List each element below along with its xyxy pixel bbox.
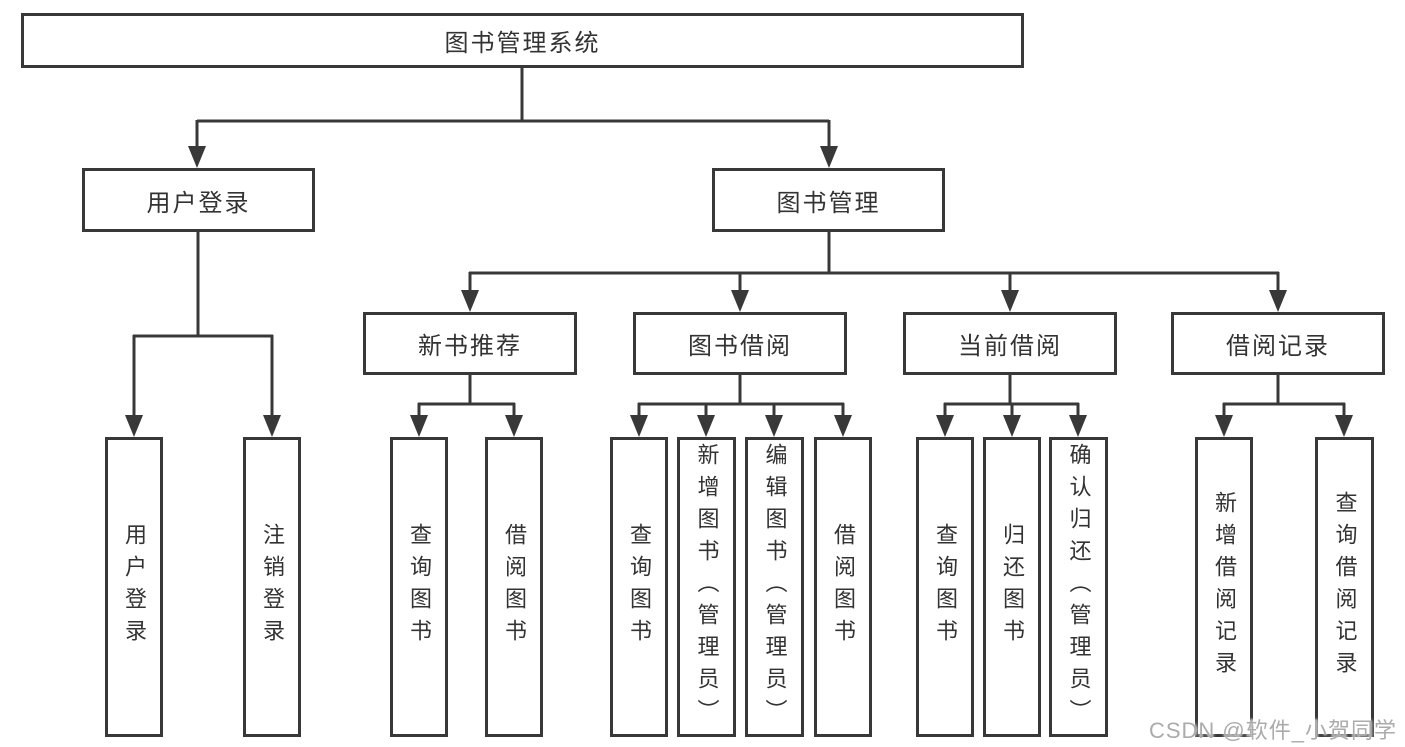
node-label: 图书管理 [776, 189, 881, 217]
node-label: 借阅图书 [502, 523, 527, 651]
node-leaf-user-login: 用户登录 [105, 437, 163, 737]
connector-book-mgmt-to-groups [461, 232, 1287, 312]
node-label: 图书管理系统 [444, 30, 601, 57]
csdn-watermark: CSDN @软件_小贺同学 [1148, 718, 1397, 743]
node-leaf-return-books: 归还图书 [983, 437, 1041, 737]
node-label: 用户登录 [122, 523, 147, 651]
node-label: 新增借阅记录 [1212, 491, 1237, 683]
node-leaf-edit-books-admin: 编辑图书（管理员） [745, 437, 804, 737]
node-root-system: 图书管理系统 [21, 13, 1024, 68]
node-label: 查询借阅记录 [1332, 491, 1358, 683]
node-leaf-logout: 注销登录 [243, 437, 301, 737]
node-branch-user-login: 用户登录 [82, 168, 315, 232]
node-label: 借阅图书 [831, 523, 856, 651]
node-label: 借阅记录 [1226, 333, 1330, 360]
node-label: 新书推荐 [418, 333, 522, 360]
node-label: 注销登录 [260, 523, 285, 651]
node-leaf-query-books-3: 查询图书 [916, 437, 974, 737]
node-group-book-borrowing: 图书借阅 [633, 312, 847, 375]
node-branch-book-management: 图书管理 [712, 168, 945, 232]
node-leaf-borrow-books-2: 借阅图书 [814, 437, 872, 737]
node-label: 用户登录 [146, 189, 251, 217]
node-label: 归还图书 [1000, 523, 1025, 651]
connector-new-book-rec-to-leaves [410, 375, 523, 437]
connector-current-borrow-to-leaves [936, 375, 1087, 437]
node-leaf-add-books-admin: 新增图书（管理员） [677, 437, 736, 737]
node-leaf-query-books-2: 查询图书 [610, 437, 668, 737]
connector-book-borrow-to-leaves [630, 375, 852, 437]
node-label: 图书借阅 [688, 333, 792, 360]
node-label: 新增图书（管理员） [694, 443, 720, 731]
node-label: 查询图书 [407, 523, 432, 651]
node-leaf-borrow-books-1: 借阅图书 [485, 437, 543, 737]
node-label: 确认归还（管理员） [1066, 443, 1092, 731]
node-group-current-borrowing: 当前借阅 [903, 312, 1117, 375]
node-leaf-query-books-1: 查询图书 [390, 437, 448, 737]
connector-root-to-branches [188, 68, 838, 168]
node-label: 查询图书 [933, 523, 958, 651]
node-group-borrowing-records: 借阅记录 [1171, 312, 1385, 375]
node-label: 当前借阅 [958, 333, 1062, 360]
connector-borrow-record-to-leaves [1215, 375, 1353, 437]
node-label: 编辑图书（管理员） [762, 443, 788, 731]
node-leaf-add-borrow-record: 新增借阅记录 [1195, 437, 1253, 737]
connector-user-login-to-leaves [125, 232, 281, 437]
node-leaf-query-borrow-record: 查询借阅记录 [1315, 437, 1374, 737]
node-group-new-book-recommend: 新书推荐 [363, 312, 577, 375]
node-leaf-confirm-return-admin: 确认归还（管理员） [1049, 437, 1108, 737]
node-label: 查询图书 [627, 523, 652, 651]
